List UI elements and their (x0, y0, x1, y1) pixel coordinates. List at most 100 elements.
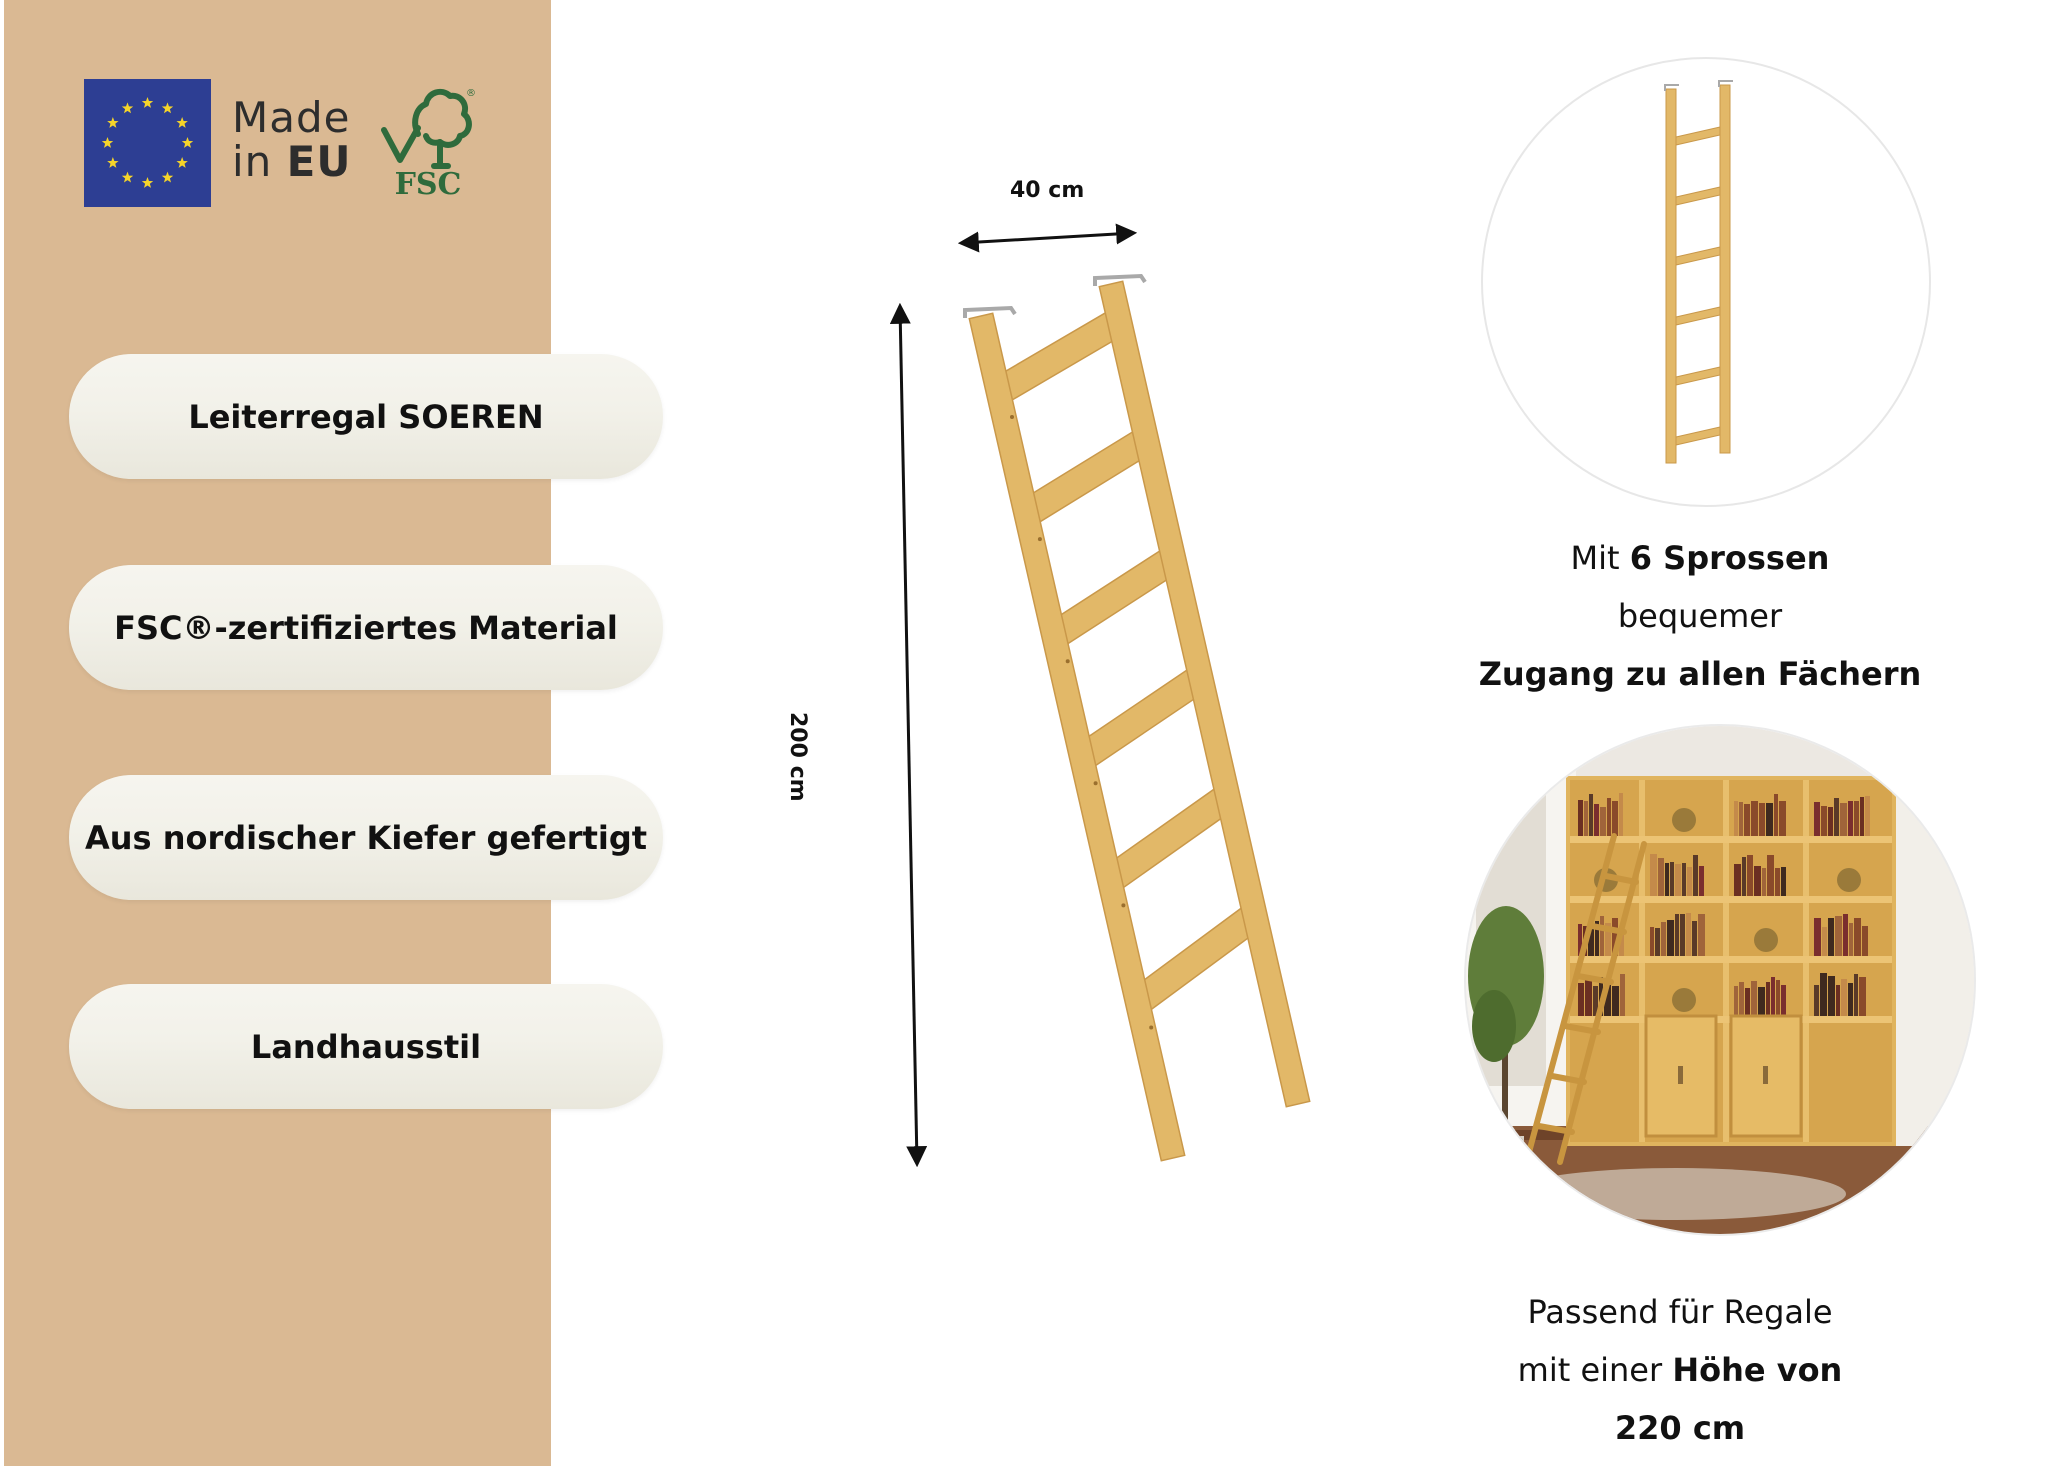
book-spine (1675, 864, 1681, 896)
book-spine (1670, 862, 1674, 896)
ladder-screw (1065, 659, 1070, 664)
book-spine (1834, 798, 1839, 836)
book-spine (1776, 980, 1780, 1016)
book-spine (1734, 864, 1741, 896)
book-spine (1734, 986, 1738, 1016)
book-spine (1854, 974, 1858, 1016)
book-spine (1814, 918, 1821, 956)
book-spine (1675, 914, 1679, 956)
book-spine (1699, 866, 1704, 896)
book-spine (1612, 801, 1618, 836)
made-in-eu-bold: EU (286, 137, 352, 186)
feature-pill-product-name: Leiterregal SOEREN (69, 354, 663, 479)
ladder-screw (1121, 903, 1126, 908)
book-spine (1781, 867, 1786, 896)
thumb-rung (1675, 126, 1721, 146)
book-spine (1600, 807, 1606, 836)
width-dimension-label: 40 cm (1010, 178, 1085, 203)
book-spine (1739, 982, 1744, 1016)
book-spine (1751, 801, 1758, 836)
book-spine (1584, 801, 1588, 836)
book-spine (1762, 868, 1766, 896)
width-arrow (957, 223, 1138, 253)
book-spine (1661, 922, 1666, 956)
eu-star-icon (176, 117, 188, 128)
book-spine (1686, 913, 1691, 956)
ladder-rung (1017, 426, 1155, 527)
book-spine (1849, 923, 1853, 956)
book-spine (1767, 855, 1774, 896)
book-spine (1650, 927, 1654, 956)
ladder-screw (1010, 415, 1014, 419)
made-in-eu-badge: Made in EU (232, 96, 351, 184)
book-spine (1843, 914, 1848, 956)
fit-caption-bold: Höhe von (1672, 1351, 1843, 1389)
book-spine (1828, 918, 1834, 956)
book-spine (1854, 918, 1861, 956)
shelf-board (1570, 836, 1892, 843)
globe-decor (1754, 928, 1778, 952)
book-spine (1860, 797, 1864, 836)
book-spine (1742, 857, 1746, 896)
leaning-ladder (1525, 833, 1647, 1165)
book-spine (1835, 916, 1842, 956)
ladder-rail-right (1098, 280, 1311, 1108)
thumb-rung (1675, 366, 1721, 386)
book-spine (1600, 916, 1604, 956)
book-spine (1859, 977, 1866, 1016)
shelf-board (1570, 896, 1892, 903)
book-spine (1692, 921, 1697, 956)
book-spine (1775, 868, 1780, 896)
book-spine (1578, 800, 1583, 836)
globe-decor (1837, 868, 1861, 892)
book-spine (1781, 985, 1786, 1016)
bookshelf-unit (1566, 776, 1896, 1146)
rungs-caption: Mit 6 Sprossen bequemer Zugang zu allen … (1440, 529, 1960, 703)
book-spine (1814, 802, 1820, 836)
ladder-hook-icon (963, 305, 1017, 318)
book-spine (1589, 794, 1593, 836)
book-spine (1739, 802, 1743, 836)
book-spine (1658, 858, 1664, 896)
book-spine (1655, 928, 1660, 956)
ladder-illustration (963, 273, 1311, 1162)
fsc-tree-icon: ® FSC (381, 88, 476, 202)
rungs-caption-line1: Mit 6 Sprossen (1440, 529, 1960, 587)
book-spine (1734, 801, 1738, 836)
book-spine (1758, 987, 1765, 1016)
book-spine (1605, 923, 1611, 956)
book-spine (1754, 866, 1761, 896)
book-spine (1680, 914, 1685, 956)
eu-star-icon (101, 137, 114, 148)
book-spine (1848, 983, 1853, 1016)
eu-star-icon (141, 177, 154, 188)
fsc-label: FSC (395, 167, 462, 202)
book-spine (1744, 804, 1750, 836)
book-spine (1667, 920, 1674, 956)
fit-caption-line2: mit einer Höhe von (1420, 1341, 1940, 1399)
thumb-hook-icon (1664, 84, 1679, 91)
book-spine (1820, 973, 1827, 1016)
ladder-screw (1037, 537, 1042, 542)
made-in-eu-prefix: in (232, 137, 287, 186)
sidebar-panel (4, 0, 551, 1466)
book-spine (1698, 914, 1705, 956)
thumb-rung (1675, 246, 1721, 266)
eu-star-icon (161, 171, 174, 183)
book-spine (1594, 804, 1599, 836)
height-arrow (889, 302, 928, 1168)
book-spine (1619, 793, 1623, 836)
book-spine (1612, 986, 1619, 1016)
eu-star-icon (181, 137, 194, 148)
book-spine (1607, 798, 1611, 836)
made-in-eu-line2: in EU (232, 140, 351, 184)
eu-star-icon (161, 102, 174, 114)
bookshelf-room-photo (1466, 726, 1974, 1234)
book-spine (1841, 979, 1847, 1016)
book-spine (1612, 918, 1618, 956)
book-spine (1687, 867, 1692, 896)
book-spine (1593, 986, 1598, 1016)
book-spine (1588, 927, 1594, 956)
rungs-caption-line3: Zugang zu allen Fächern (1440, 645, 1960, 703)
book-spine (1848, 801, 1853, 836)
